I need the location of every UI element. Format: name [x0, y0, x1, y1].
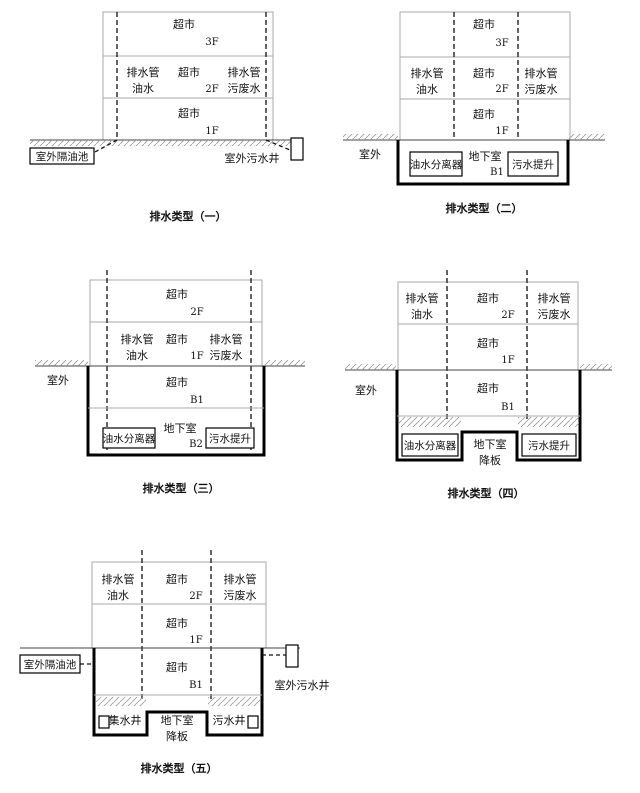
type5-left-drain-pipe-label: 排水管 — [102, 572, 135, 586]
type2-1f-label: 1F — [495, 126, 508, 137]
caption-type-3: 排水类型（三） — [143, 481, 220, 495]
drainage-type-3: 超市 2F 排水管 油水 超市 1F 排水管 污废水 室外 超市 B1 油水分离… — [35, 270, 305, 495]
type4-oil-water-separator-label: 油水分离器 — [404, 439, 457, 452]
type2-sewage-lift-label: 污水提升 — [512, 159, 554, 171]
type4-right-drain-pipe-label: 排水管 — [538, 291, 571, 305]
type5-outdoor-grease-trap-label: 室外隔油池 — [24, 658, 77, 671]
left-drain-pipe-label: 排水管 — [127, 65, 160, 79]
type3-outdoor-label: 室外 — [47, 373, 69, 387]
type5-b1-supermarket-label: 超市 — [166, 660, 188, 674]
type2-b1-label: B1 — [490, 167, 504, 178]
caption-type-4: 排水类型（四） — [448, 486, 525, 500]
type4-lowered-slab-label: 降板 — [479, 453, 501, 467]
type2-oil-water-separator-label: 油水分离器 — [410, 158, 463, 171]
floor-1f-label: 1F — [205, 126, 218, 137]
floor-1f-supermarket-label: 超市 — [178, 106, 200, 120]
floor-2f-supermarket-label: 超市 — [178, 65, 200, 79]
type4-basement-label: 地下室 — [474, 437, 507, 451]
sewage-waste-label: 污废水 — [228, 81, 261, 95]
type3-1f-label: 1F — [190, 351, 203, 362]
type2-oil-water-separator-box — [409, 151, 463, 177]
type5-sump-well-label: 集水井 — [109, 713, 142, 727]
type3-right-drain-pipe-label: 排水管 — [210, 332, 243, 346]
type5-outdoor-sewage-well-label: 室外污水井 — [275, 678, 330, 692]
outdoor-grease-trap-label: 室外隔油池 — [36, 150, 89, 163]
type2-sewage-waste-label: 污废水 — [525, 82, 558, 96]
type4-sewage-lift-box — [521, 433, 577, 457]
right-drain-pipe-label: 排水管 — [228, 65, 261, 79]
type4-oil-water-separator-box — [401, 433, 459, 457]
type5-lowered-slab-label: 降板 — [166, 729, 188, 743]
type5-basement-label: 地下室 — [161, 713, 194, 727]
type4-outdoor-label: 室外 — [355, 383, 377, 397]
type2-3f-supermarket-label: 超市 — [473, 17, 495, 31]
oily-water-label: 油水 — [132, 81, 154, 95]
type2-sewage-lift-box — [507, 151, 559, 177]
type2-1f-supermarket-label: 超市 — [473, 107, 495, 121]
type3-sewage-lift-label: 污水提升 — [209, 433, 251, 445]
type4-b1-supermarket-label: 超市 — [477, 381, 499, 395]
type4-oily-water-label: 油水 — [411, 307, 433, 321]
type5-2f-supermarket-label: 超市 — [166, 572, 188, 586]
type2-outdoor-label: 室外 — [359, 147, 381, 161]
type3-sewage-lift-box — [205, 427, 255, 449]
type3-2f-supermarket-label: 超市 — [166, 287, 188, 301]
outdoor-sewage-well-label: 室外污水井 — [225, 151, 280, 165]
type4-left-drain-pipe-label: 排水管 — [406, 291, 439, 305]
type3-left-drain-pipe-label: 排水管 — [121, 332, 154, 346]
type2-right-drain-pipe-label: 排水管 — [525, 66, 558, 80]
type2-2f-supermarket-label: 超市 — [473, 66, 495, 80]
caption-type-1: 排水类型（一） — [150, 209, 227, 223]
type4-2f-supermarket-label: 超市 — [477, 291, 499, 305]
drainage-type-1: 超市 3F 超市 2F 排水管 油水 排水管 污废水 超市 1F 室外隔油池 室… — [29, 11, 304, 223]
type2-3f-label: 3F — [495, 38, 508, 49]
type3-1f-supermarket-label: 超市 — [166, 332, 188, 346]
type4-1f-label: 1F — [501, 355, 514, 366]
type5-2f-label: 2F — [189, 591, 202, 602]
type5-sewage-waste-label: 污废水 — [224, 588, 257, 602]
type4-sewage-waste-label: 污废水 — [538, 307, 571, 321]
type2-left-drain-pipe-label: 排水管 — [411, 66, 444, 80]
type5-oily-water-label: 油水 — [107, 588, 129, 602]
type3-basement-label: 地下室 — [164, 421, 197, 435]
type3-b1-supermarket-label: 超市 — [166, 375, 188, 389]
type4-2f-label: 2F — [501, 310, 514, 321]
caption-type-5: 排水类型（五） — [141, 761, 218, 775]
floor-3f-supermarket-label: 超市 — [173, 17, 195, 31]
type3-oil-water-separator-label: 油水分离器 — [103, 432, 156, 445]
type3-oil-water-separator-box — [102, 427, 156, 449]
type5-sewage-well-label: 污水井 — [213, 713, 246, 727]
type4-b1-label: B1 — [501, 402, 515, 413]
type5-1f-supermarket-label: 超市 — [166, 616, 188, 630]
type2-oily-water-label: 油水 — [416, 82, 438, 96]
floor-2f-label: 2F — [205, 84, 218, 95]
caption-type-2: 排水类型（二） — [446, 201, 523, 215]
type5-b1-label: B1 — [189, 680, 203, 691]
type3-2f-label: 2F — [190, 307, 203, 318]
type3-oily-water-label: 油水 — [126, 348, 148, 362]
type3-b2-label: B2 — [189, 439, 203, 450]
type2-2f-label: 2F — [495, 84, 508, 95]
floor-3f-label: 3F — [205, 37, 218, 48]
type5-right-drain-pipe-label: 排水管 — [224, 572, 257, 586]
drainage-type-4: 排水管 油水 超市 2F 排水管 污废水 超市 1F 室外 超市 B1 油水分离… — [345, 270, 612, 500]
type4-1f-supermarket-label: 超市 — [477, 336, 499, 350]
type5-1f-label: 1F — [189, 635, 202, 646]
drainage-type-5: 排水管 油水 超市 2F 排水管 污废水 超市 1F 超市 B1 室外隔油池 室… — [19, 550, 330, 775]
type3-b1-label: B1 — [190, 395, 204, 406]
outdoor-grease-trap-box — [29, 147, 95, 165]
type5-outdoor-sewage-well-symbol — [285, 644, 299, 668]
type2-basement-label: 地下室 — [469, 149, 502, 163]
type4-sewage-lift-label: 污水提升 — [528, 440, 570, 452]
outdoor-sewage-well-symbol — [290, 137, 304, 161]
type3-sewage-waste-label: 污废水 — [210, 348, 243, 362]
drainage-type-2: 超市 3F 排水管 油水 超市 2F 排水管 污废水 超市 1F 室外 油水分离… — [343, 11, 605, 215]
